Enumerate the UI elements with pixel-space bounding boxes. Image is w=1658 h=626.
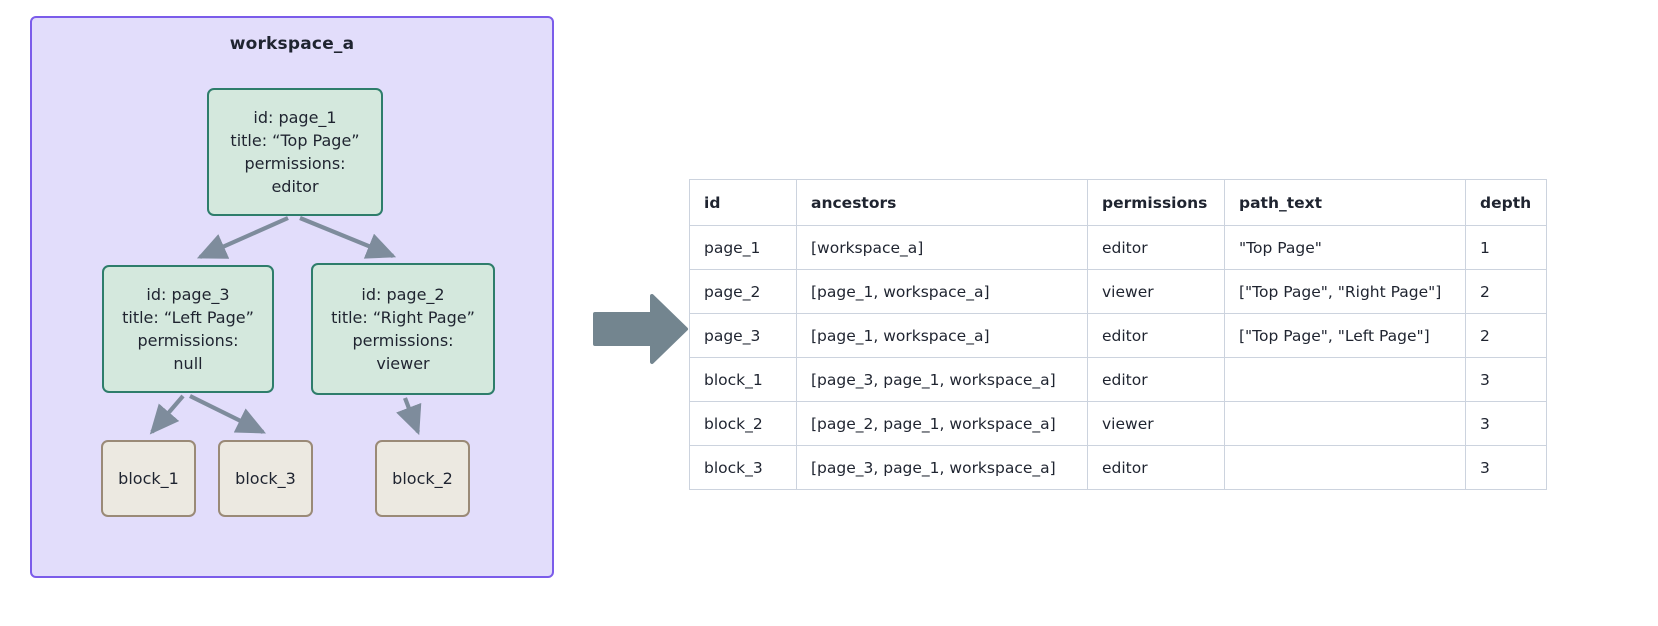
node-label: block_2	[392, 469, 453, 488]
node-line: title: “Top Page”	[230, 130, 360, 150]
node-line: editor	[271, 177, 319, 197]
cell-permissions: editor	[1087, 225, 1225, 270]
ancestors-table: id ancestors permissions path_text depth…	[689, 179, 1547, 490]
node-line: permissions:	[137, 331, 239, 350]
cell-id: block_2	[689, 401, 797, 446]
cell-path_text	[1224, 357, 1466, 402]
node-line: id: page_2	[361, 284, 445, 304]
table-header-row: id ancestors permissions path_text depth	[689, 179, 1547, 226]
table-row[interactable]: block_3 [page_3, page_1, workspace_a] ed…	[689, 445, 1547, 490]
cell-path_text: ["Top Page", "Right Page"]	[1224, 269, 1466, 314]
cell-depth: 3	[1465, 357, 1547, 402]
cell-id: page_3	[689, 313, 797, 358]
column-header-permissions[interactable]: permissions	[1087, 179, 1225, 226]
tree-node-block_1[interactable]: block_1	[101, 440, 196, 517]
cell-path_text	[1224, 445, 1466, 490]
cell-depth: 3	[1465, 445, 1547, 490]
cell-ancestors: [workspace_a]	[796, 225, 1088, 270]
tree-node-page_3[interactable]: id: page_3 title: “Left Page” permission…	[102, 265, 274, 393]
cell-path_text: ["Top Page", "Left Page"]	[1224, 313, 1466, 358]
cell-ancestors: [page_3, page_1, workspace_a]	[796, 357, 1088, 402]
cell-id: page_2	[689, 269, 797, 314]
table-row[interactable]: page_1 [workspace_a] editor "Top Page" 1	[689, 225, 1547, 270]
cell-permissions: viewer	[1087, 401, 1225, 446]
cell-ancestors: [page_2, page_1, workspace_a]	[796, 401, 1088, 446]
cell-path_text	[1224, 401, 1466, 446]
node-line: title: “Right Page”	[331, 307, 475, 327]
cell-depth: 3	[1465, 401, 1547, 446]
cell-depth: 2	[1465, 313, 1547, 358]
node-label: block_3	[235, 469, 296, 488]
cell-depth: 2	[1465, 269, 1547, 314]
node-line: title: “Left Page”	[122, 307, 254, 327]
column-header-depth[interactable]: depth	[1465, 179, 1547, 226]
cell-ancestors: [page_1, workspace_a]	[796, 269, 1088, 314]
node-line: id: page_3	[146, 284, 230, 304]
cell-ancestors: [page_3, page_1, workspace_a]	[796, 445, 1088, 490]
tree-node-block_2[interactable]: block_2	[375, 440, 470, 517]
cell-depth: 1	[1465, 225, 1547, 270]
node-line: viewer	[376, 354, 430, 374]
table-row[interactable]: page_2 [page_1, workspace_a] viewer ["To…	[689, 269, 1547, 314]
cell-id: block_3	[689, 445, 797, 490]
cell-permissions: editor	[1087, 445, 1225, 490]
tree-node-page_2[interactable]: id: page_2 title: “Right Page” permissio…	[311, 263, 495, 395]
node-line: permissions:	[352, 331, 454, 350]
table-row[interactable]: block_2 [page_2, page_1, workspace_a] vi…	[689, 401, 1547, 446]
column-header-id[interactable]: id	[689, 179, 797, 226]
cell-permissions: viewer	[1087, 269, 1225, 314]
column-header-path_text[interactable]: path_text	[1224, 179, 1466, 226]
tree-node-page_1[interactable]: id: page_1 title: “Top Page” permissions…	[207, 88, 383, 216]
cell-permissions: editor	[1087, 357, 1225, 402]
node-line: id: page_1	[253, 107, 337, 127]
cell-permissions: editor	[1087, 313, 1225, 358]
right-arrow-icon	[593, 294, 688, 364]
table-row[interactable]: block_1 [page_3, page_1, workspace_a] ed…	[689, 357, 1547, 402]
node-label: block_1	[118, 469, 179, 488]
cell-id: block_1	[689, 357, 797, 402]
cell-id: page_1	[689, 225, 797, 270]
cell-path_text: "Top Page"	[1224, 225, 1466, 270]
table-row[interactable]: page_3 [page_1, workspace_a] editor ["To…	[689, 313, 1547, 358]
node-line: permissions:	[244, 154, 346, 173]
column-header-ancestors[interactable]: ancestors	[796, 179, 1088, 226]
workspace-title: workspace_a	[229, 34, 355, 54]
cell-ancestors: [page_1, workspace_a]	[796, 313, 1088, 358]
node-line: null	[173, 354, 203, 374]
tree-node-block_3[interactable]: block_3	[218, 440, 313, 517]
